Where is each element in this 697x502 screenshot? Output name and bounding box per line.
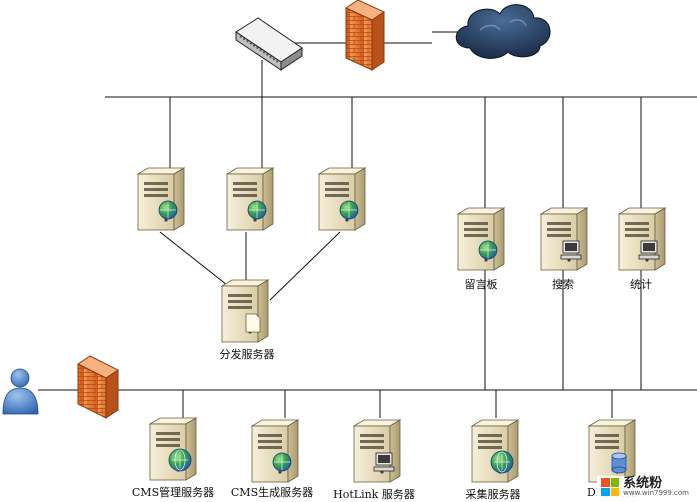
hotlink-server-icon — [352, 419, 402, 483]
cms-generate-label: CMS生成服务器 — [230, 486, 314, 499]
guestbook-server-icon — [456, 207, 506, 271]
globe-icon — [490, 450, 514, 474]
watermark-url: www.win7999.com — [623, 489, 689, 497]
cms-admin-server-icon — [148, 417, 198, 481]
database-icon — [611, 452, 627, 474]
cms-admin-label: CMS管理服务器 — [131, 486, 215, 499]
db-server-icon — [587, 419, 637, 483]
guestbook-label: 留言板 — [464, 278, 498, 291]
document-icon — [245, 313, 261, 333]
search-label: 搜索 — [552, 278, 574, 291]
connection-lines — [38, 31, 697, 418]
collect-label: 采集服务器 — [465, 488, 521, 501]
search-server-icon — [539, 207, 589, 271]
computer-icon — [373, 452, 395, 472]
globe-icon — [272, 452, 292, 472]
computer-icon — [560, 240, 582, 260]
windows-logo-icon — [601, 478, 620, 496]
collect-server-icon — [470, 419, 520, 483]
user-icon — [2, 368, 39, 415]
web3-to-dispatch — [269, 231, 341, 301]
hotlink-label: HotLink 服务器 — [333, 488, 415, 501]
watermark-title: 系统粉 — [623, 476, 663, 491]
globe-icon — [158, 200, 178, 220]
web-server-1-icon — [136, 167, 186, 231]
computer-icon — [638, 240, 660, 260]
internet-cloud-icon — [455, 4, 551, 59]
globe-icon — [339, 200, 359, 220]
web-server-3-icon — [317, 167, 367, 231]
firewall-icon-bottom — [77, 355, 119, 419]
stats-label: 统计 — [630, 278, 652, 291]
servers — [136, 167, 667, 483]
globe-icon — [247, 200, 267, 220]
web-server-2-icon — [225, 167, 275, 231]
globe-icon — [478, 240, 498, 260]
globe-icon — [168, 448, 192, 472]
cms-generate-server-icon — [250, 419, 300, 483]
firewall-icon-top — [344, 0, 386, 71]
dispatch-server-icon — [220, 279, 270, 343]
network-switch-icon — [235, 17, 303, 71]
watermark: 系统粉 www.win7999.com — [597, 476, 693, 498]
dispatch-server-label: 分发服务器 — [219, 348, 275, 361]
stats-server-icon — [617, 207, 667, 271]
